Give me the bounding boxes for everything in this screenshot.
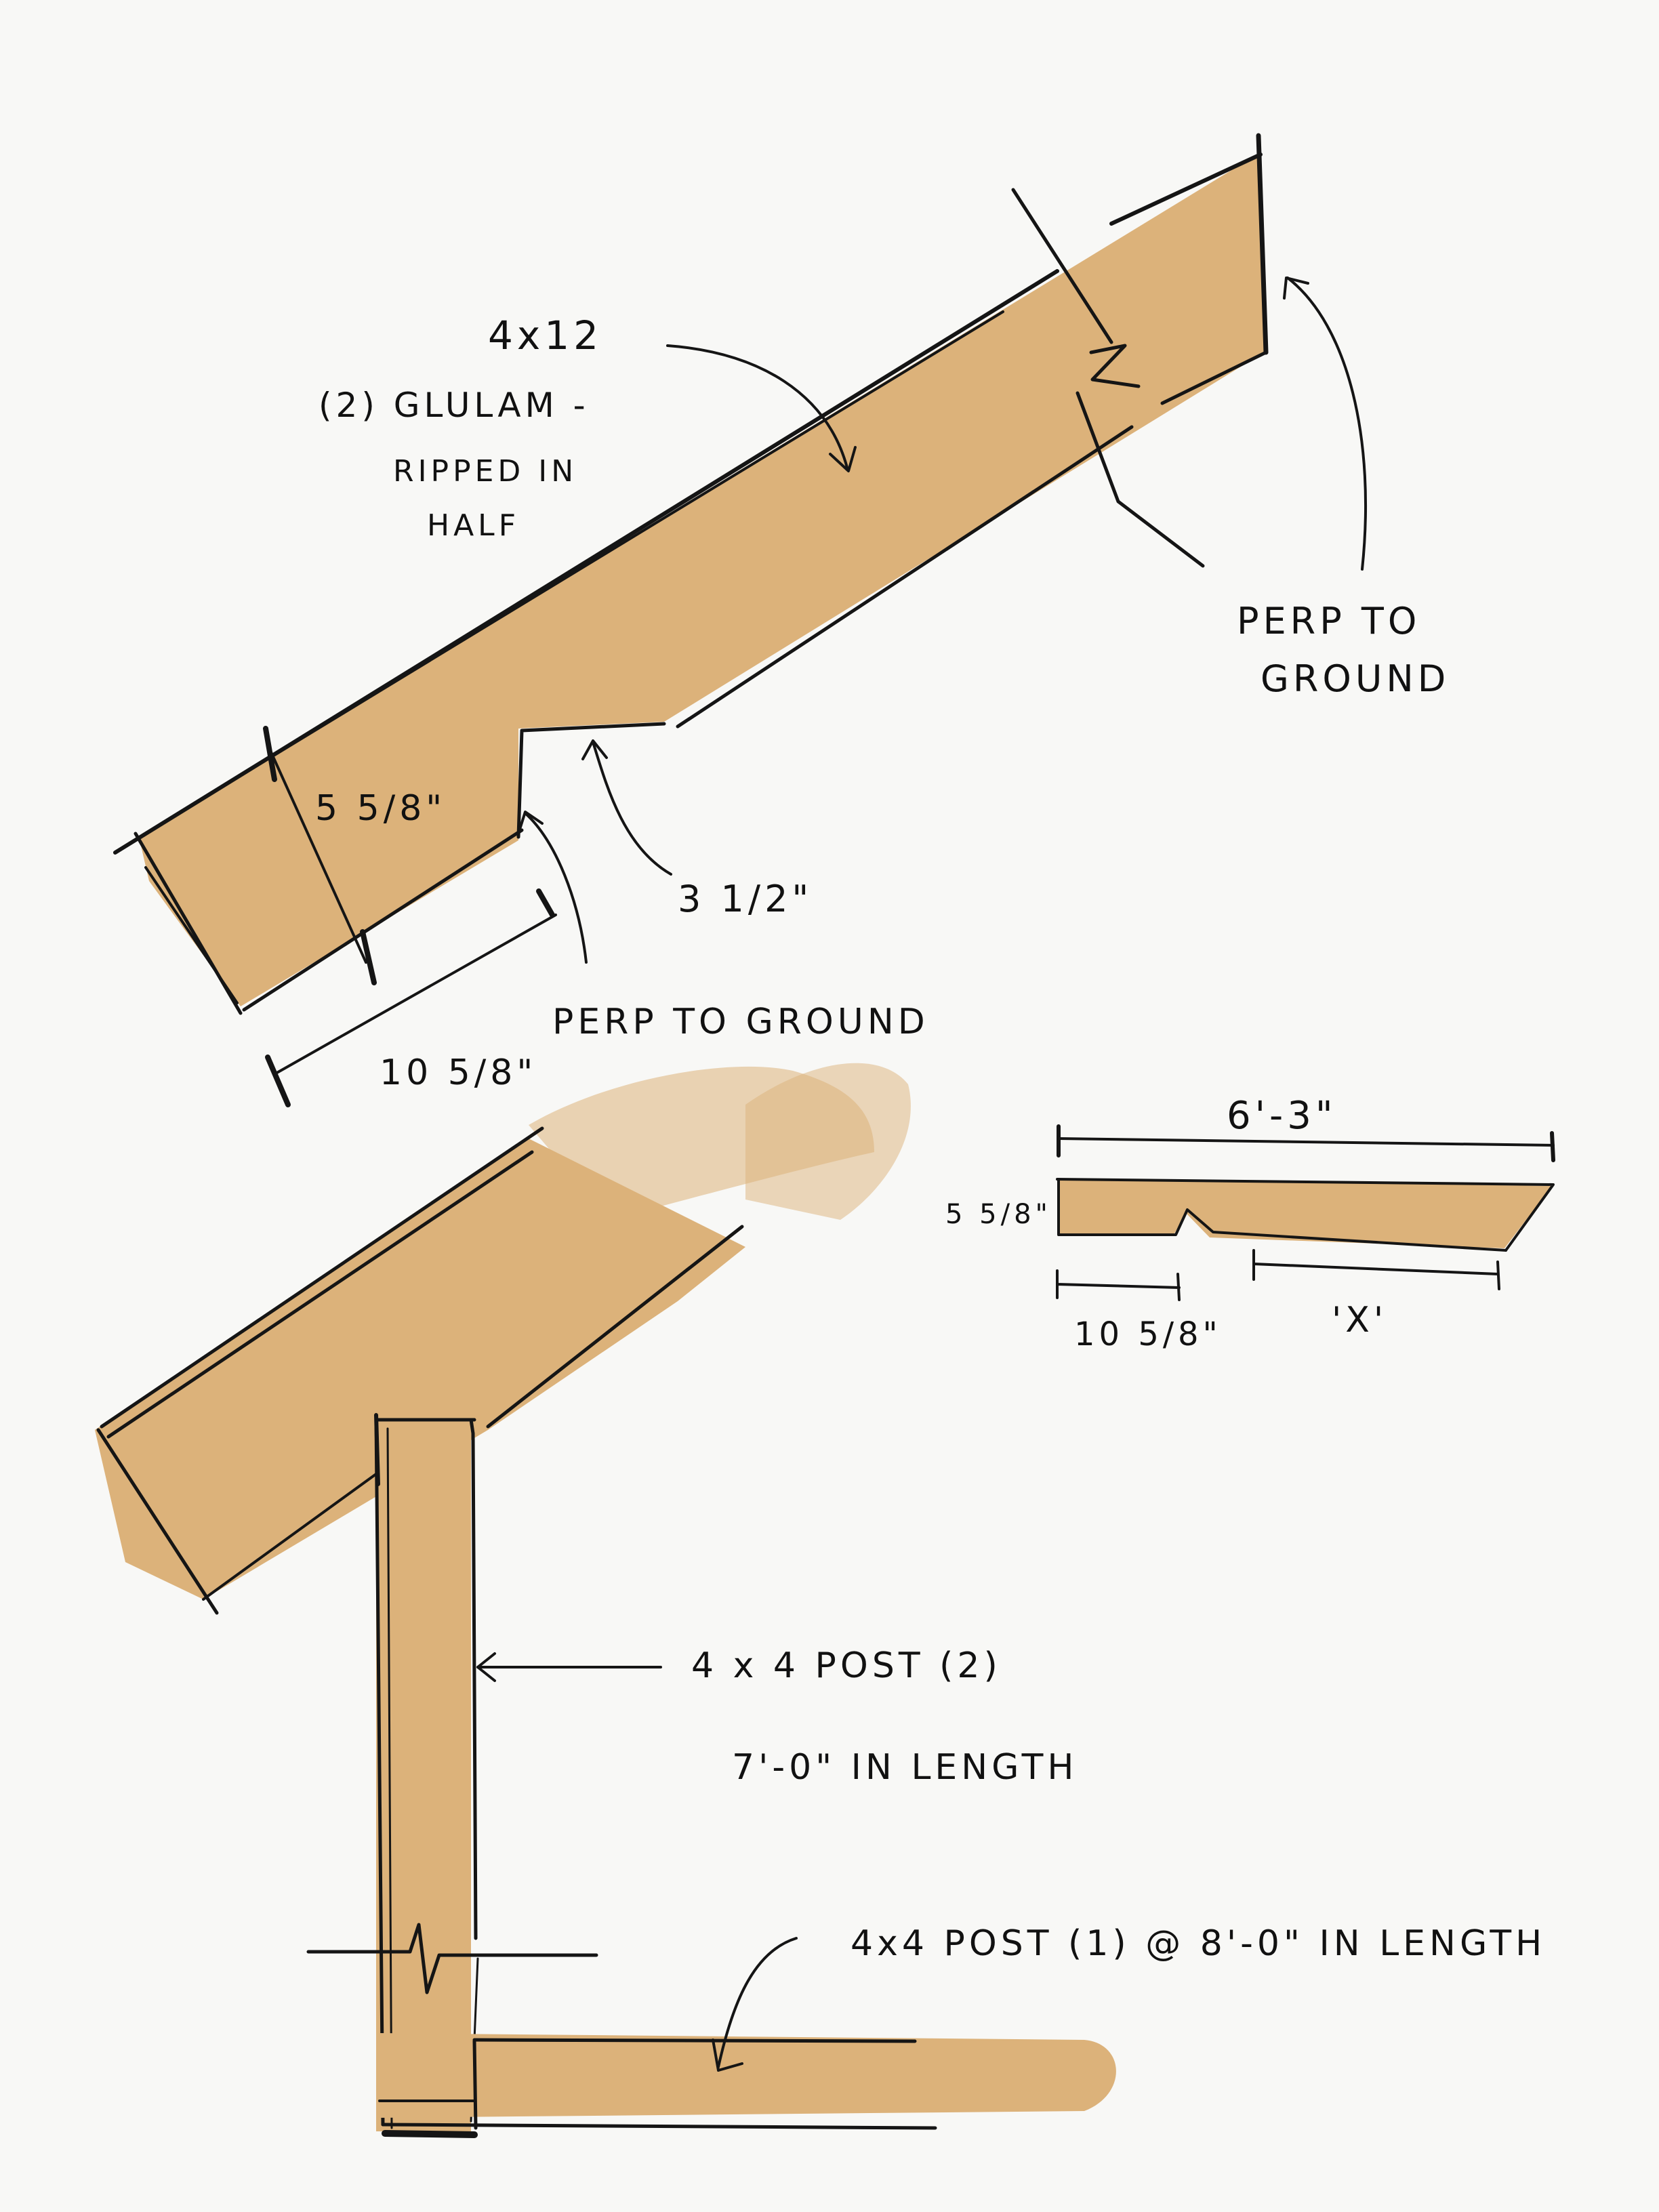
lower-assembly (95, 1063, 1116, 2138)
top-rafter (113, 133, 1368, 1107)
seat-dim-label: 10 5/8" (380, 1052, 537, 1093)
perp-top-label-1: PERP TO (1237, 600, 1420, 642)
glulam-label-1: (2) GLULAM - (319, 386, 590, 425)
post-a-label-2: 7'-0" IN LENGTH (732, 1747, 1078, 1788)
cut-detail (1056, 1124, 1555, 1301)
post-a-label-1: 4 x 4 POST (2) (691, 1645, 1002, 1686)
post-b-label: 4x4 POST (1) @ 8'-0" IN LENGTH (851, 1923, 1546, 1964)
perp-seat-label: PERP TO GROUND (552, 1002, 929, 1042)
notch-dim-label: 3 1/2" (678, 878, 813, 920)
rafter-stock-label: 4x12 (488, 312, 602, 359)
cut-depth-label: 5 5/8" (945, 1199, 1052, 1230)
lower-rafter-body (95, 1139, 745, 1599)
perp-top-label-2: GROUND (1261, 657, 1450, 700)
glulam-label-3: HALF (427, 508, 520, 543)
top-rafter-body (139, 155, 1264, 1006)
cut-seat-label: 10 5/8" (1074, 1315, 1222, 1353)
glulam-label-2: RIPPED IN (393, 454, 577, 489)
cut-x-label: 'X' (1332, 1300, 1387, 1340)
post-8ft (380, 2033, 1116, 2118)
cut-detail-board (1059, 1179, 1552, 1248)
depth-dim-label: 5 5/8" (315, 788, 446, 829)
cut-length-label: 6'-3" (1227, 1094, 1337, 1138)
